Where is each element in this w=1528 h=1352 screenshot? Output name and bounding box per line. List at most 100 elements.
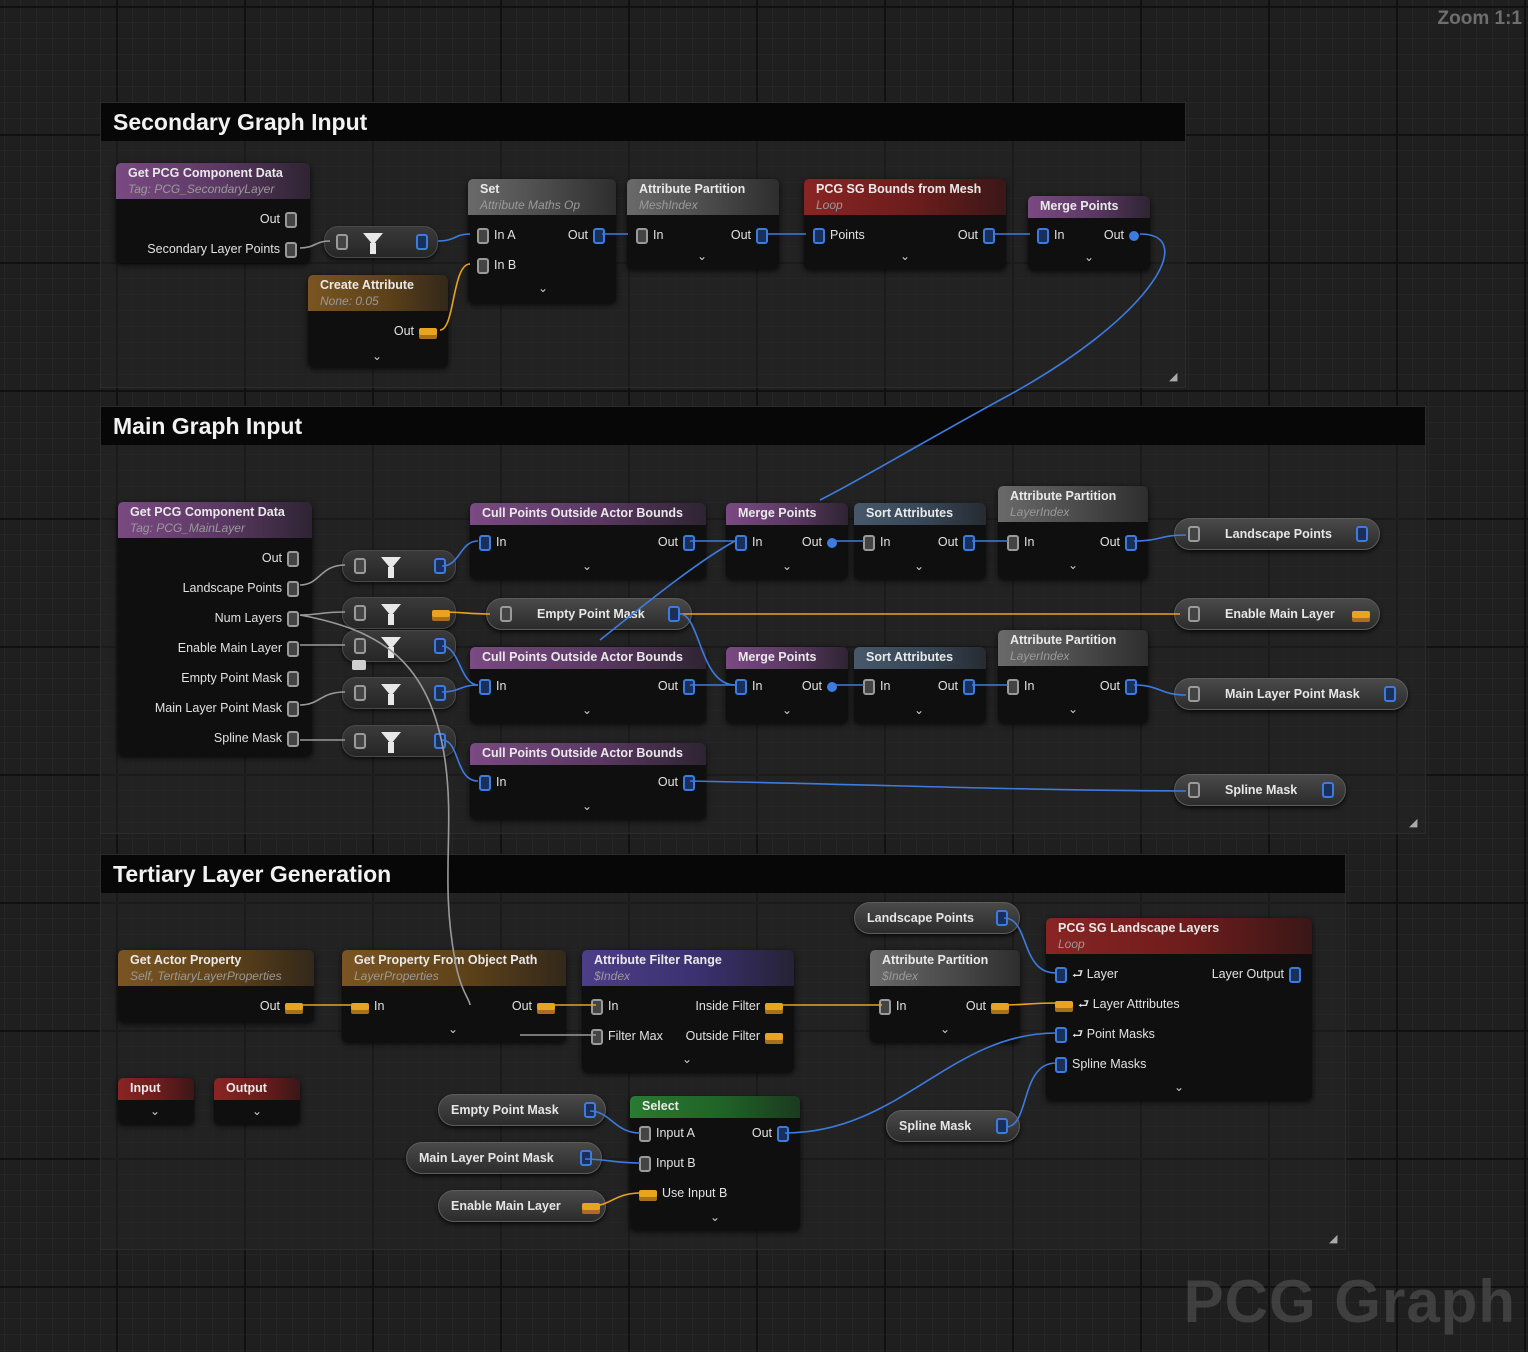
node-output[interactable]: Output ⌄ — [214, 1078, 300, 1124]
node-header[interactable]: Merge Points — [1028, 196, 1150, 218]
node-cull-points-1[interactable]: Cull Points Outside Actor Bounds In Out … — [470, 503, 706, 579]
input-pin-icon[interactable] — [1188, 526, 1200, 542]
chevron-down-icon[interactable]: ⌄ — [582, 559, 593, 573]
spline-mask-pin[interactable]: Spline Mask — [214, 729, 304, 747]
chevron-down-icon[interactable]: ⌄ — [372, 349, 383, 363]
input-pin-icon[interactable] — [879, 998, 891, 1015]
out-pin[interactable]: Out — [1104, 226, 1144, 244]
out-pin[interactable]: Out — [260, 210, 302, 228]
node-attribute-filter-range[interactable]: Attribute Filter Range$Index In Filter M… — [582, 950, 794, 1072]
filter-max-pin[interactable]: Filter Max — [586, 1027, 663, 1045]
node-header[interactable]: Cull Points Outside Actor Bounds — [470, 503, 706, 525]
output-pin-icon[interactable] — [827, 537, 837, 548]
node-header[interactable]: Sort Attributes — [854, 503, 986, 525]
output-enable-main-layer[interactable]: Enable Main Layer — [1174, 598, 1380, 630]
filter-node-main-4[interactable] — [342, 677, 456, 709]
out-pin[interactable]: Out — [658, 533, 700, 551]
chevron-down-icon[interactable]: ⌄ — [940, 1022, 951, 1036]
output-pin-icon[interactable] — [582, 1203, 600, 1210]
in-pin[interactable]: In — [346, 997, 384, 1015]
output-pin-icon[interactable] — [1125, 534, 1137, 551]
output-pin-icon[interactable] — [765, 1003, 783, 1011]
in-pin[interactable]: In — [730, 677, 762, 695]
comment-title[interactable]: Secondary Graph Input — [101, 103, 1185, 141]
input-pin-icon[interactable] — [1188, 782, 1200, 798]
out-pin[interactable]: Out — [262, 549, 304, 567]
named-reroute-empty-point-mask[interactable]: Empty Point Mask — [486, 598, 692, 630]
output-pin-icon[interactable] — [1322, 782, 1334, 798]
output-pin-icon[interactable] — [827, 681, 837, 692]
output-pin-icon[interactable] — [683, 678, 695, 695]
chevron-down-icon[interactable]: ⌄ — [914, 559, 925, 573]
input-pin-icon[interactable] — [639, 1190, 657, 1198]
input-pin-icon[interactable] — [1055, 966, 1067, 983]
input-pin-icon[interactable] — [863, 678, 875, 695]
node-header[interactable]: Attribute Filter Range$Index — [582, 950, 794, 986]
output-pin-icon[interactable] — [434, 685, 446, 701]
input-pin-icon[interactable] — [639, 1155, 651, 1172]
comment-title[interactable]: Tertiary Layer Generation — [101, 855, 1345, 893]
node-merge-points-secondary[interactable]: Merge Points In Out ⌄ — [1028, 196, 1150, 270]
attribute-pin-icon[interactable] — [285, 1003, 303, 1011]
attribute-pin-icon[interactable] — [287, 550, 299, 567]
node-header[interactable]: Output — [214, 1078, 300, 1100]
attribute-pin-icon[interactable] — [285, 211, 297, 228]
output-pin-icon[interactable] — [683, 774, 695, 791]
input-pin-icon[interactable] — [351, 1003, 369, 1011]
out-pin[interactable]: Out — [512, 997, 560, 1015]
out-pin[interactable]: Out — [568, 226, 610, 244]
input-pin-icon[interactable] — [354, 558, 366, 574]
param-pin-icon[interactable] — [287, 640, 299, 657]
output-pin-icon[interactable] — [963, 678, 975, 695]
output-pin-icon[interactable] — [777, 1125, 789, 1142]
layer-pin[interactable]: ⮐ Layer — [1050, 965, 1118, 983]
in-pin[interactable]: In — [474, 533, 506, 551]
input-b-pin[interactable]: Input B — [634, 1154, 696, 1172]
node-header[interactable]: Cull Points Outside Actor Bounds — [470, 743, 706, 765]
output-pin-icon[interactable] — [434, 638, 446, 654]
secondary-layer-points-pin[interactable]: Secondary Layer Points — [147, 240, 302, 258]
output-pin-icon[interactable] — [963, 534, 975, 551]
output-pin-icon[interactable] — [593, 227, 605, 244]
in-pin[interactable]: In — [1002, 677, 1034, 695]
resize-grip-icon[interactable]: ◢ — [1169, 371, 1178, 383]
out-pin[interactable]: Out — [938, 677, 980, 695]
output-pin-icon[interactable] — [996, 910, 1008, 926]
input-pin-icon[interactable] — [477, 227, 489, 244]
output-pin-icon[interactable] — [584, 1102, 596, 1118]
input-pin-icon[interactable] — [1055, 1026, 1067, 1043]
node-header[interactable]: Select — [630, 1096, 800, 1118]
filter-node-main-1[interactable] — [342, 550, 456, 582]
node-attribute-partition-index[interactable]: Attribute Partition$Index In Out ⌄ — [870, 950, 1020, 1042]
in-pin[interactable]: In — [1032, 226, 1064, 244]
in-a-pin[interactable]: In A — [472, 226, 516, 244]
output-pin-icon[interactable] — [434, 733, 446, 749]
chevron-down-icon[interactable]: ⌄ — [1068, 558, 1079, 572]
input-pin-icon[interactable] — [639, 1125, 651, 1142]
input-a-pin[interactable]: Input A — [634, 1124, 695, 1142]
out-pin[interactable]: Out — [731, 226, 773, 244]
in-b-pin[interactable]: In B — [472, 256, 516, 274]
chevron-down-icon[interactable]: ⌄ — [1174, 1080, 1185, 1094]
chevron-down-icon[interactable]: ⌄ — [782, 703, 793, 717]
node-sort-attributes-1[interactable]: Sort Attributes In Out ⌄ — [854, 503, 986, 579]
in-pin[interactable]: In — [858, 533, 890, 551]
output-pin-icon[interactable] — [683, 534, 695, 551]
chevron-down-icon[interactable]: ⌄ — [582, 799, 593, 813]
output-pin-icon[interactable] — [1289, 966, 1301, 983]
filter-node-main-2[interactable] — [342, 597, 456, 629]
out-pin[interactable]: Out — [938, 533, 980, 551]
inside-filter-pin[interactable]: Inside Filter — [695, 997, 788, 1015]
out-pin[interactable]: Out — [260, 997, 308, 1015]
input-pin-icon[interactable] — [1188, 686, 1200, 702]
